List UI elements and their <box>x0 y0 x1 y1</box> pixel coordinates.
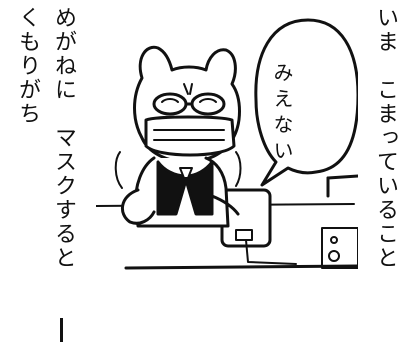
device-right <box>321 227 358 269</box>
sweat-marks <box>183 83 193 95</box>
router-box <box>220 188 272 248</box>
bear-vest <box>156 160 214 216</box>
chair-back <box>114 151 242 189</box>
device-knob-2 <box>328 250 340 262</box>
caption-column-right: いま こまっていること <box>373 6 398 270</box>
bow-tie <box>179 167 193 179</box>
floor-line <box>124 264 358 270</box>
comic-illustration <box>96 18 358 270</box>
monitor-edge <box>326 174 358 180</box>
router-cable <box>245 239 297 265</box>
caption-dash-mark <box>60 318 63 342</box>
face-mask <box>144 115 236 157</box>
bear-arm-left <box>121 188 156 225</box>
speech-bubble-text: みえない <box>270 62 294 166</box>
comic-panel: みえない <box>96 0 358 348</box>
caption-column-middle: めがねに マスクすると <box>51 6 76 270</box>
device-knob-1 <box>330 236 338 244</box>
router-port <box>235 229 253 241</box>
caption-column-left: くもりがち <box>15 6 40 126</box>
speech-bubble <box>254 18 358 187</box>
bear-arm-right <box>210 194 240 216</box>
